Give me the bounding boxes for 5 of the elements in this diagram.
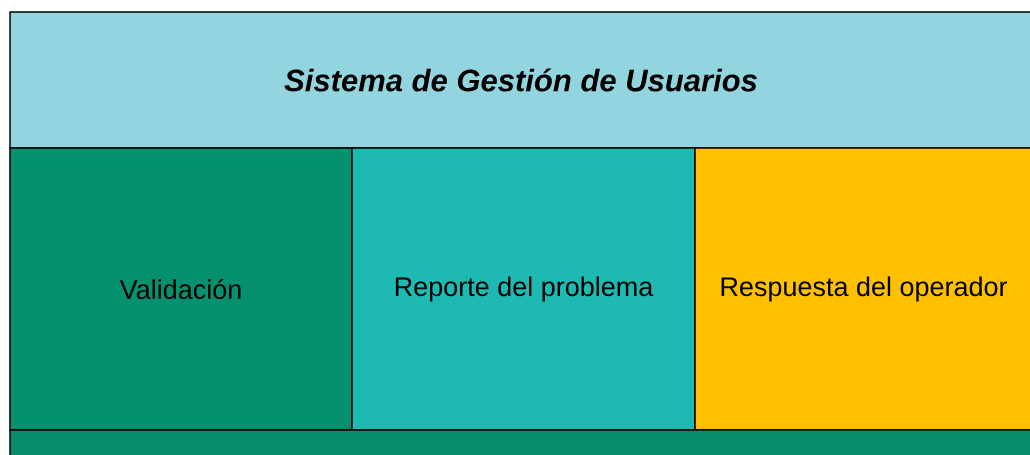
process-box: Validación <box>9 147 353 431</box>
process-box: Respuesta del operador <box>694 147 1030 431</box>
process-box: Reporte del problema <box>351 147 696 431</box>
title-band: Sistema de Gestión de Usuarios <box>9 11 1030 149</box>
empty-band <box>9 429 1030 455</box>
